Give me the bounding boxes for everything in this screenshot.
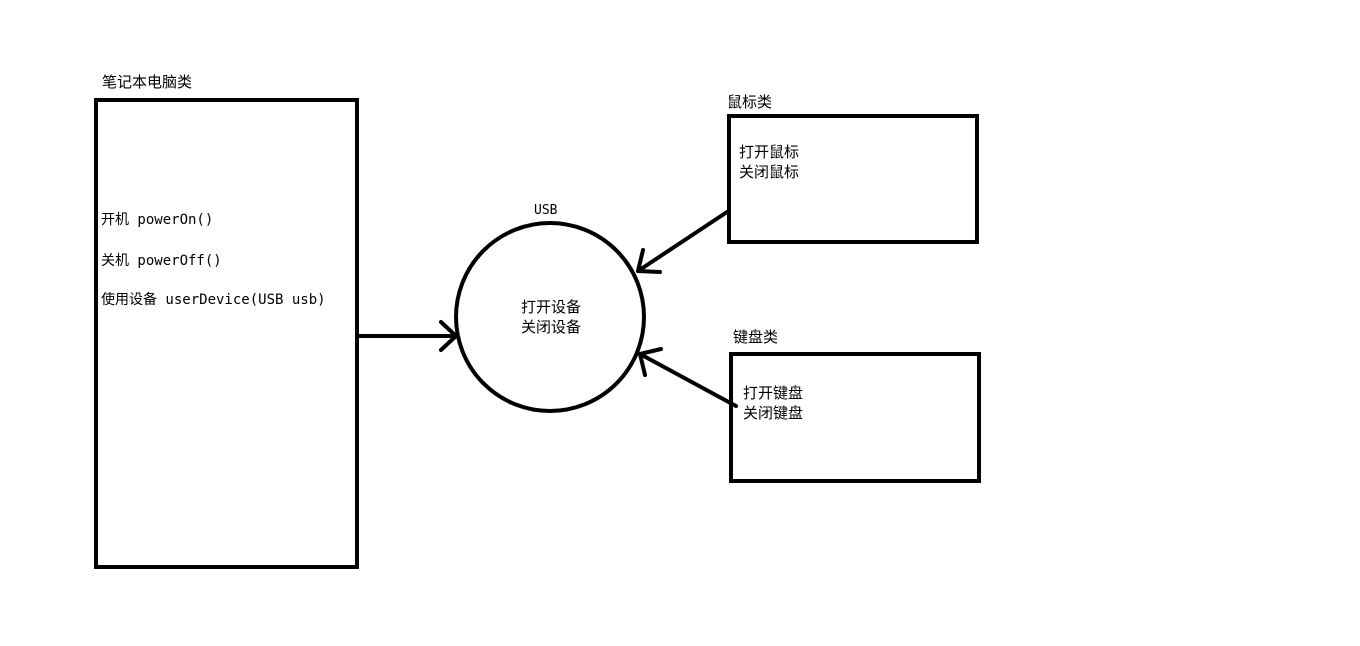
laptop-class-title: 笔记本电脑类	[102, 73, 192, 91]
arrow-laptop-to-usb	[357, 320, 458, 352]
mouse-close: 关闭鼠标	[739, 163, 799, 181]
mouse-class-box	[727, 114, 979, 244]
arrow-keyboard-to-usb	[638, 347, 738, 408]
usb-interface-circle	[454, 221, 646, 413]
usb-close-device: 关闭设备	[521, 318, 581, 336]
laptop-method-use-device: 使用设备 userDevice(USB usb)	[101, 291, 326, 308]
mouse-open: 打开鼠标	[739, 143, 799, 161]
keyboard-class-box	[729, 352, 981, 483]
laptop-method-power-on: 开机 powerOn()	[101, 212, 213, 228]
arrow-mouse-to-usb	[636, 210, 729, 274]
usb-title: USB	[534, 203, 558, 218]
usb-open-device: 打开设备	[521, 298, 581, 316]
laptop-method-power-off: 关机 powerOff()	[101, 253, 222, 269]
keyboard-close: 关闭键盘	[743, 404, 803, 422]
laptop-class-box	[94, 98, 359, 569]
keyboard-open: 打开键盘	[743, 384, 803, 402]
mouse-class-title: 鼠标类	[727, 93, 772, 111]
keyboard-class-title: 键盘类	[733, 328, 778, 346]
